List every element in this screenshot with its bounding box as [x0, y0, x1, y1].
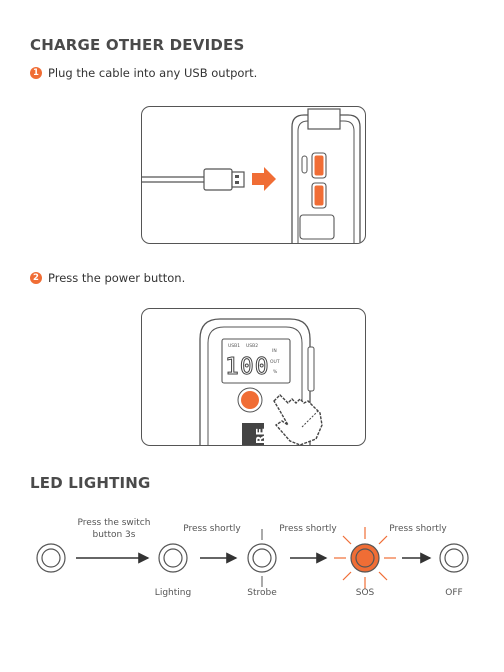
mode-label-lighting: Lighting — [155, 587, 191, 599]
lcd-usb1: USB1 — [228, 343, 240, 349]
section-title-led: LED LIGHTING — [30, 474, 151, 492]
lcd-usb2: USB2 — [246, 343, 258, 349]
step-2-text: Press the power button. — [48, 271, 185, 285]
step-1-badge: 1 — [30, 67, 42, 79]
sos-mode-icon — [334, 527, 396, 589]
step-1: 1 Plug the cable into any USB outport. — [30, 66, 257, 80]
mode-label-sos: SOS — [356, 587, 375, 599]
power-button-icon — [241, 391, 259, 409]
instruction-press-3: Press shortly — [389, 523, 447, 535]
strobe-mode-icon — [248, 529, 276, 587]
power-button-illustration: USB1 USB2 100 IN OUT % RE — [141, 308, 366, 446]
lcd-out: OUT — [270, 359, 280, 365]
section-title-charge: CHARGE OTHER DEVIDES — [30, 36, 244, 54]
lighting-mode-icon — [159, 544, 187, 572]
lcd-digits: 100 — [225, 354, 270, 380]
step-2-badge: 2 — [30, 272, 42, 284]
mode-label-strobe: Strobe — [247, 587, 277, 599]
off-mode-icon — [440, 544, 468, 572]
brand-logo: RE — [254, 428, 267, 444]
led-mode-flow: Press the switch button 3s Press shortly… — [0, 505, 504, 615]
mode-label-off: OFF — [445, 587, 462, 599]
arrow-right-icon — [252, 167, 276, 191]
switch-off-icon — [37, 544, 65, 572]
step-1-text: Plug the cable into any USB outport. — [48, 66, 257, 80]
instruction-press-1: Press shortly — [183, 523, 241, 535]
step-2: 2 Press the power button. — [30, 271, 185, 285]
instruction-press-2: Press shortly — [279, 523, 337, 535]
instruction-hold-3s: Press the switch button 3s — [78, 517, 151, 541]
usb-cable-illustration — [141, 106, 366, 244]
lcd-percent: % — [273, 369, 278, 375]
lcd-in: IN — [272, 348, 277, 354]
